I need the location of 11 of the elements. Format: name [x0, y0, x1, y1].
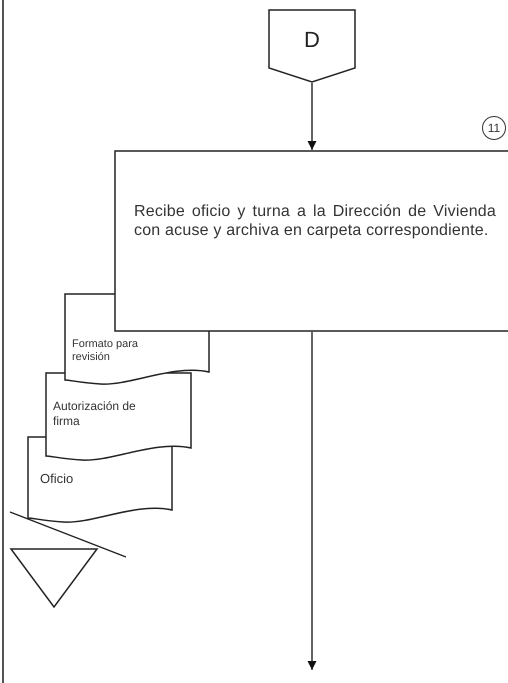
connector-letter: D [303, 27, 321, 53]
document-label: Autorización de firma [53, 399, 137, 429]
document-label: Oficio [40, 470, 74, 487]
document-label: Formato para revisión [72, 338, 140, 364]
process-text: Recibe oficio y turna a la Dirección de Vivienda con acuse y archiva en carpeta correspondiente. [134, 202, 496, 240]
arrow [308, 83, 316, 150]
archive-triangle [10, 548, 98, 608]
arrow [308, 332, 316, 670]
connector-line [10, 511, 126, 558]
off-page-connector [268, 9, 356, 83]
step-number: 11 [482, 116, 506, 140]
